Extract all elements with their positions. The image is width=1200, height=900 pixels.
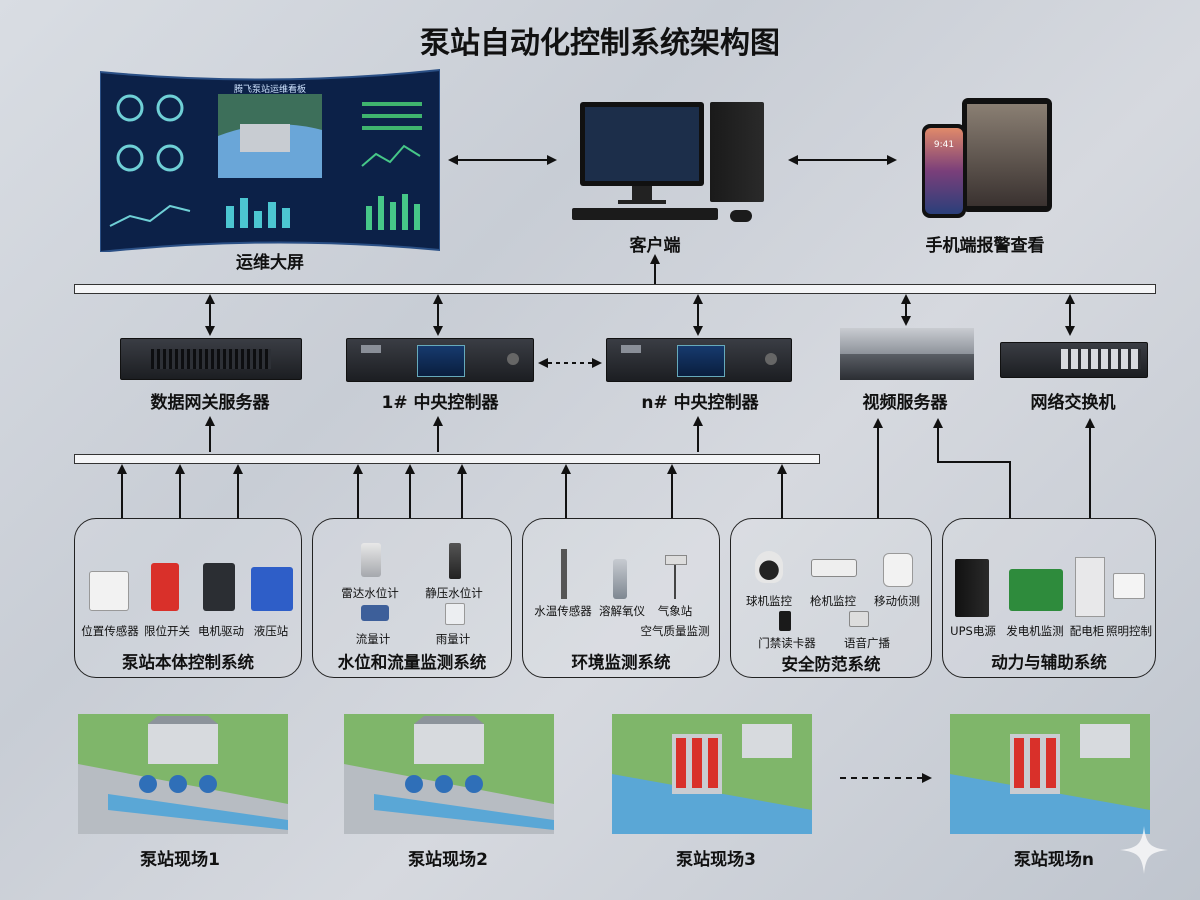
lower-field-bus <box>74 454 820 464</box>
item-label: 球机监控 <box>746 594 792 608</box>
motion-detector-icon <box>883 553 913 587</box>
item-label: 流量计 <box>355 632 391 646</box>
item-label: 枪机监控 <box>810 594 856 608</box>
video-server-label: 视频服务器 <box>862 393 948 413</box>
item-label: 门禁读卡器 <box>758 636 816 650</box>
big-screen-header: 腾飞泵站运维看板 <box>233 85 306 95</box>
mouse-icon <box>730 210 752 222</box>
distribution-cabinet-icon <box>1075 557 1105 617</box>
group-security: 球机监控 枪机监控 移动侦测 门禁读卡器 语音广播 安全防范系统 <box>730 518 932 678</box>
phone-time: 9:41 <box>933 140 955 150</box>
lighting-control-icon <box>1113 573 1145 599</box>
gateway-server-icon <box>120 338 302 380</box>
item-label: 移动侦测 <box>874 594 920 608</box>
item-label: 位置传感器 <box>81 624 139 638</box>
generator-icon <box>1009 569 1063 611</box>
card-reader-icon <box>779 611 791 631</box>
upper-network-bus <box>74 284 1156 294</box>
item-label: 电机驱动 <box>198 624 244 638</box>
group-pump-control: 位置传感器 限位开关 电机驱动 液压站 泵站本体控制系统 <box>74 518 302 678</box>
bullet-camera-icon <box>811 559 857 577</box>
limit-switch-icon <box>151 563 179 611</box>
controller-n-label: n# 中央控制器 <box>641 393 759 413</box>
group-power: UPS电源 发电机监测 配电柜 照明控制 动力与辅助系统 <box>942 518 1156 678</box>
item-label: 液压站 <box>253 624 289 638</box>
controller-1-icon <box>346 338 534 382</box>
client-label: 客户端 <box>629 236 681 256</box>
item-label: 空气质量监测 <box>640 624 710 638</box>
dissolved-oxygen-icon <box>613 559 627 599</box>
controller-1-label: 1# 中央控制器 <box>381 393 499 413</box>
ups-icon <box>955 559 989 617</box>
speaker-icon <box>849 611 869 627</box>
phone-icon: 9:41 <box>922 124 966 218</box>
item-label: 水温传感器 <box>534 604 592 618</box>
rain-gauge-icon <box>445 603 465 625</box>
hydraulic-station-icon <box>251 567 293 611</box>
client-pc <box>570 96 770 232</box>
water-temp-sensor-icon <box>561 549 567 599</box>
item-label: 配电柜 <box>1069 624 1105 638</box>
site-label: 泵站现场3 <box>676 850 756 870</box>
item-label: 溶解氧仪 <box>599 604 645 618</box>
pc-tower-icon <box>710 102 764 202</box>
site-label: 泵站现场1 <box>140 850 220 870</box>
group-water-level: 雷达水位计 静压水位计 流量计 雨量计 水位和流量监测系统 <box>312 518 512 678</box>
group-title: 安全防范系统 <box>781 655 881 674</box>
tablet-icon <box>962 98 1052 212</box>
motor-drive-icon <box>203 563 235 611</box>
radar-level-icon <box>361 543 381 577</box>
arrow-power-video <box>933 418 1011 518</box>
flow-meter-icon <box>361 605 389 621</box>
weather-station-icon <box>663 555 687 599</box>
group-title: 泵站本体控制系统 <box>122 653 254 672</box>
pressure-level-icon <box>449 543 461 579</box>
dome-camera-icon <box>755 551 783 583</box>
item-label: 静压水位计 <box>425 586 483 600</box>
item-label: 限位开关 <box>144 624 190 638</box>
item-label: UPS电源 <box>950 624 996 638</box>
monitor-icon <box>580 102 704 186</box>
site-3-image <box>612 714 812 834</box>
big-screen: 腾飞泵站运维看板 <box>99 66 441 254</box>
group-environment: 水温传感器 溶解氧仪 气象站 空气质量监测 环境监测系统 <box>522 518 720 678</box>
item-label: 照明控制 <box>1106 624 1152 638</box>
site-n-image <box>950 714 1150 834</box>
group-title: 水位和流量监测系统 <box>337 653 487 672</box>
page-title: 泵站自动化控制系统架构图 <box>420 26 780 61</box>
video-server-icon <box>840 328 974 382</box>
site-2-image <box>344 714 554 834</box>
controller-n-icon <box>606 338 792 382</box>
group-title: 动力与辅助系统 <box>991 653 1107 672</box>
gateway-label: 数据网关服务器 <box>150 393 270 413</box>
site-label: 泵站现场2 <box>408 850 488 870</box>
keyboard-icon <box>572 208 718 220</box>
network-switch-icon <box>1000 342 1148 378</box>
item-label: 雷达水位计 <box>341 586 399 600</box>
item-label: 气象站 <box>657 604 693 618</box>
sparkle-icon <box>1120 826 1168 874</box>
site-label: 泵站现场n <box>1013 850 1095 870</box>
mobile-devices: 9:41 <box>920 98 1054 218</box>
big-screen-label: 运维大屏 <box>236 253 304 273</box>
item-label: 语音广播 <box>844 636 890 650</box>
site-1-image <box>78 714 288 834</box>
item-label: 发电机监测 <box>1006 624 1064 638</box>
network-switch-label: 网络交换机 <box>1030 393 1116 413</box>
mobile-label: 手机端报警查看 <box>925 236 1045 256</box>
group-title: 环境监测系统 <box>571 653 671 672</box>
item-label: 雨量计 <box>435 632 471 646</box>
position-sensor-icon <box>89 571 129 611</box>
